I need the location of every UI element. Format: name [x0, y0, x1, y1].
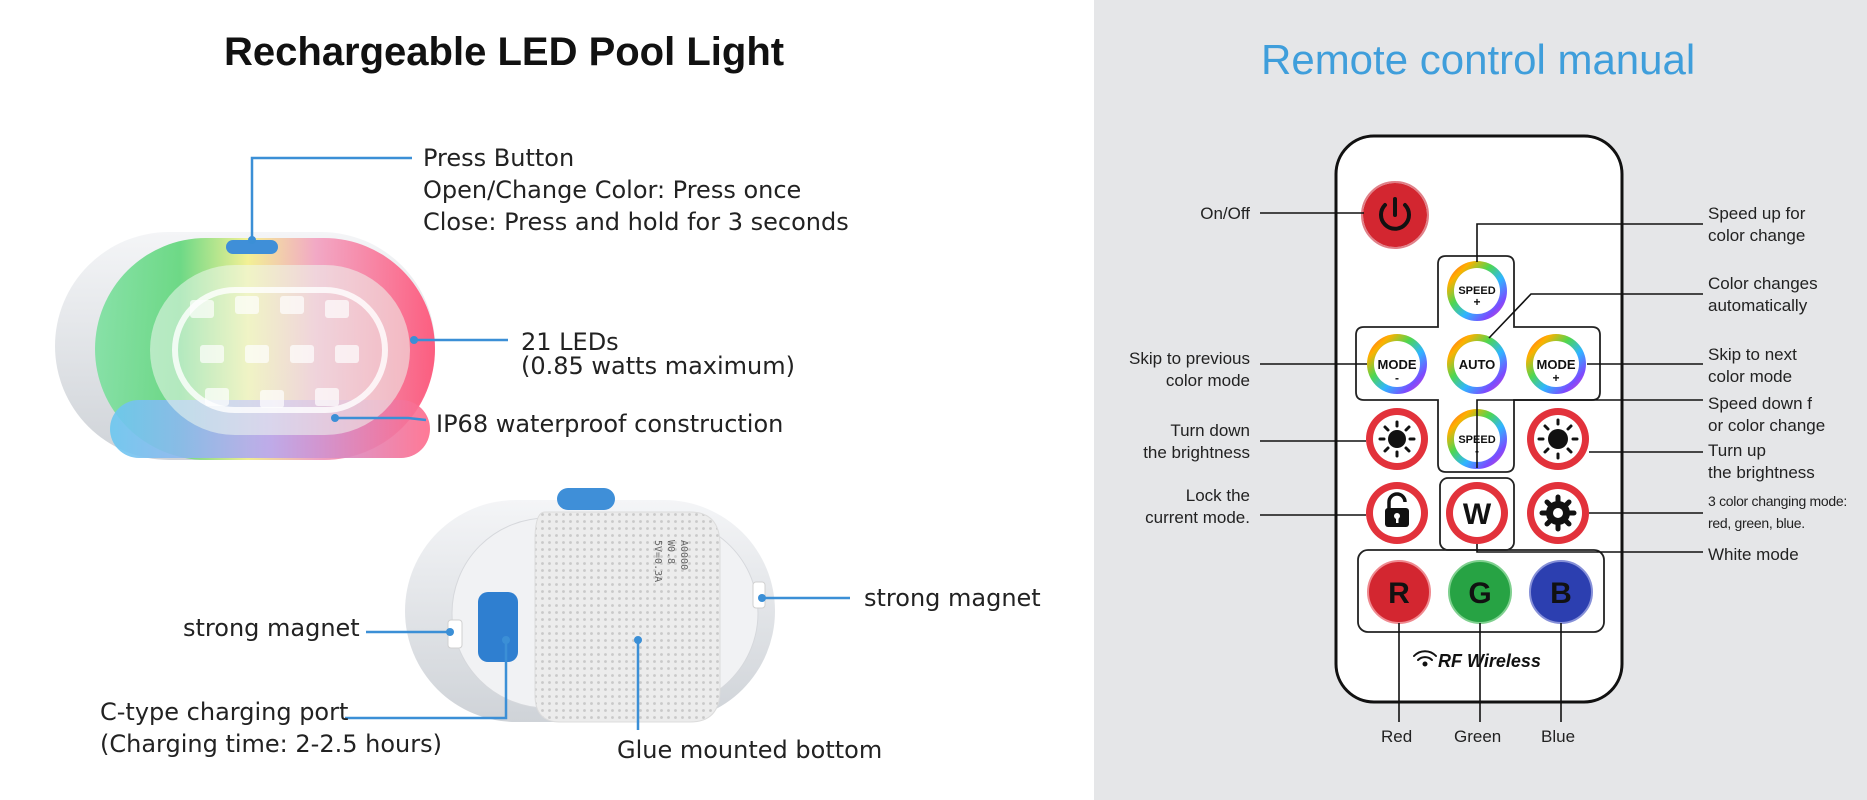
lock-button[interactable]	[1366, 482, 1428, 544]
mode-minus-button[interactable]	[1367, 334, 1427, 394]
magnet-left-label: strong magnet	[183, 614, 360, 642]
green-label: Green	[1454, 727, 1502, 746]
charging-time-label: (Charging time: 2-2.5 hours)	[100, 730, 442, 758]
product-panel: A0000 W0.8 5V=0.3A Rechargeable LED Pool…	[55, 30, 1041, 764]
skip-previous-label-2: color mode	[1165, 371, 1250, 390]
turn-down-label-1: Turn down	[1170, 421, 1250, 440]
white-mode-label: White mode	[1708, 545, 1799, 564]
three-color-label-2: red, green, blue.	[1708, 515, 1805, 531]
page-title-right: Remote control manual	[1261, 36, 1696, 83]
speed-up-label-1: Speed up for	[1708, 204, 1806, 223]
light-front-view	[55, 232, 435, 460]
three-color-mode-button[interactable]	[1527, 482, 1589, 544]
white-mode-button[interactable]	[1446, 482, 1508, 544]
light-back-view	[405, 488, 775, 723]
on-off-label: On/Off	[1200, 204, 1250, 223]
callout-lines	[250, 156, 850, 730]
skip-previous-label-1: Skip to previous	[1129, 349, 1250, 368]
brightness-up-button[interactable]	[1527, 408, 1589, 470]
close-label: Close: Press and hold for 3 seconds	[423, 208, 849, 236]
red-label: Red	[1381, 727, 1413, 746]
mode-plus-button[interactable]	[1526, 334, 1586, 394]
watts-label: (0.85 watts maximum)	[521, 352, 796, 380]
speed-down-label-2: or color change	[1708, 416, 1826, 435]
blue-label: Blue	[1541, 727, 1576, 746]
magnet-right-label: strong magnet	[864, 584, 1041, 612]
glue-label: Glue mounted bottom	[617, 736, 883, 764]
three-color-label-1: 3 color changing mode:	[1708, 493, 1847, 509]
speed-plus-sign: +	[1473, 295, 1480, 309]
press-button-graphic	[226, 240, 278, 254]
speed-plus-button[interactable]	[1447, 261, 1507, 321]
lock-label-2: current mode.	[1145, 508, 1250, 527]
auto-button[interactable]	[1447, 334, 1507, 394]
mode-plus-text: MODE	[1537, 357, 1576, 372]
r-text: R	[1388, 577, 1410, 610]
turn-down-label-2: the brightness	[1143, 443, 1250, 462]
remote-callout-lines	[1260, 212, 1703, 722]
color-auto-label-1: Color changes	[1708, 274, 1818, 293]
g-text: G	[1468, 577, 1491, 610]
turn-up-label-2: the brightness	[1708, 463, 1815, 482]
gear-icon	[1539, 494, 1577, 532]
mode-minus-text: MODE	[1378, 357, 1417, 372]
leds-label: 21 LEDs	[521, 328, 619, 356]
waterproof-label: IP68 waterproof construction	[436, 410, 784, 438]
open-change-label: Open/Change Color: Press once	[423, 176, 802, 204]
power-button[interactable]	[1361, 181, 1429, 249]
mode-plus-sign: +	[1552, 371, 1559, 385]
auto-text: AUTO	[1459, 357, 1496, 372]
sun-icon	[1537, 418, 1579, 460]
rf-wireless-text: RF Wireless	[1438, 651, 1541, 671]
product-illustration	[55, 156, 850, 730]
turn-up-label-1: Turn up	[1708, 441, 1766, 460]
speed-plus-text: SPEED	[1458, 285, 1495, 297]
page-title-left: Rechargeable LED Pool Light	[224, 30, 785, 74]
speed-up-label-2: color change	[1708, 226, 1806, 245]
w-text: W	[1463, 498, 1492, 531]
charging-port-graphic	[478, 592, 518, 662]
wifi-icon	[1413, 650, 1437, 667]
skip-next-label-2: color mode	[1708, 367, 1793, 386]
brightness-down-button[interactable]	[1366, 408, 1428, 470]
press-button-label: Press Button	[423, 144, 575, 172]
lock-icon	[1385, 492, 1409, 527]
color-auto-label-2: automatically	[1708, 296, 1808, 315]
sun-icon	[1378, 420, 1416, 458]
mode-minus-sign: -	[1395, 371, 1399, 385]
lock-label-1: Lock the	[1185, 486, 1250, 505]
charging-port-label: C-type charging port	[100, 698, 349, 726]
skip-next-label-1: Skip to next	[1708, 345, 1797, 364]
b-text: B	[1550, 577, 1572, 610]
speed-down-label-1: Speed down f	[1708, 394, 1812, 413]
